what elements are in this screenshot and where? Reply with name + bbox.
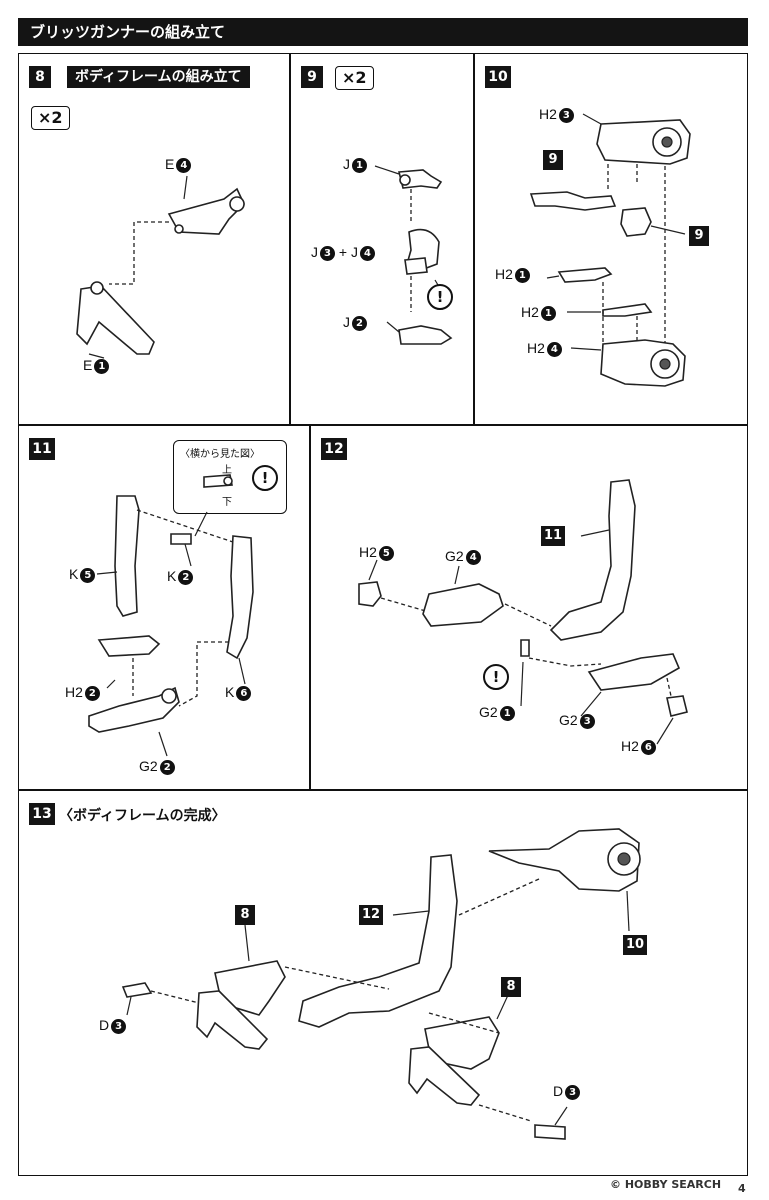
step-11-number: 11 [29, 438, 55, 460]
callout-up: 上 [222, 465, 232, 476]
step-10-diagram [529, 113, 691, 387]
step-8-quantity: ×2 [31, 106, 70, 130]
caution-icon: ! [483, 664, 509, 690]
step-11-diagram [88, 495, 254, 757]
ref-step-11: 11 [541, 526, 565, 546]
step-9-diagram [374, 165, 453, 345]
step-8-number: 8 [29, 66, 51, 88]
step-12-diagram [358, 479, 688, 745]
ref-step-9-a: 9 [543, 150, 563, 170]
caution-icon: ! [252, 465, 278, 491]
step-8-diagram [76, 175, 245, 359]
ref-step-8-b: 8 [501, 977, 521, 997]
callout-title: 〈横から見た図〉 [180, 449, 260, 460]
page-number: 4 [738, 1182, 746, 1195]
watermark: © HOBBY SEARCH [610, 1178, 722, 1191]
step-13-number: 13 [29, 803, 55, 825]
step-9-number: 9 [301, 66, 323, 88]
ref-step-12: 12 [359, 905, 383, 925]
step-9-quantity: ×2 [335, 66, 374, 90]
callout-down: 下 [222, 497, 232, 508]
step-12-number: 12 [321, 438, 347, 460]
page-header: ブリッツガンナーの組み立て [18, 18, 748, 46]
step-13-title: 〈ボディフレームの完成〉 [59, 808, 226, 824]
side-view-callout: 〈横から見た図〉 上 下 ! [173, 440, 287, 514]
ref-step-9-b: 9 [689, 226, 709, 246]
caution-icon: ! [427, 284, 453, 310]
ref-step-10: 10 [623, 935, 647, 955]
step-13-diagram [121, 828, 641, 1140]
step-10-number: 10 [485, 66, 511, 88]
page-title: ブリッツガンナーの組み立て [30, 23, 226, 41]
step-8-title: ボディフレームの組み立て [67, 66, 250, 88]
ref-step-8-a: 8 [235, 905, 255, 925]
